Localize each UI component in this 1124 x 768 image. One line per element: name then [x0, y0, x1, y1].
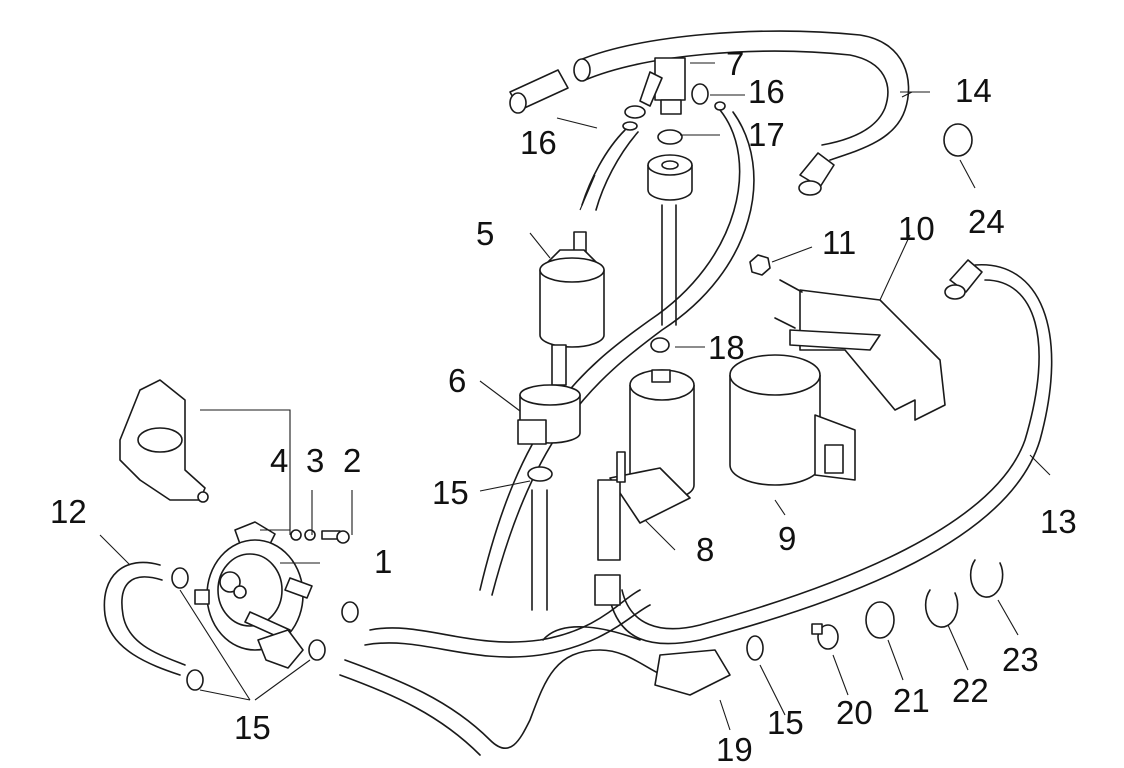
callout-14: 14 — [955, 72, 992, 109]
part-3-washer — [304, 529, 316, 541]
part-8-pump — [597, 369, 695, 561]
part-11-nut-bolt — [749, 254, 803, 329]
clamp-15-b — [186, 669, 204, 691]
part-18-clamp — [650, 337, 670, 353]
part-1-pump-body — [194, 521, 313, 669]
grommet — [647, 154, 693, 201]
hose-mid — [531, 489, 548, 611]
part-22-clamp — [924, 589, 959, 628]
callout-22: 22 — [952, 672, 989, 709]
callout-8: 8 — [696, 531, 715, 568]
hose-lower — [364, 589, 651, 658]
part-20-clamp — [811, 623, 839, 650]
part-6-strap — [517, 384, 581, 445]
clamp-16-left — [622, 105, 646, 131]
callout-2: 2 — [343, 442, 362, 479]
part-21-clamp — [865, 601, 895, 639]
callout-24: 24 — [968, 203, 1005, 240]
callout-1: 1 — [374, 543, 393, 580]
leader-lines — [99, 62, 1051, 731]
hose-12 — [103, 561, 186, 676]
connector-pipe — [509, 69, 569, 114]
callout-13: 13 — [1040, 503, 1077, 540]
callout-3: 3 — [306, 442, 325, 479]
hose-19 — [339, 626, 731, 756]
clamp-15-a — [171, 567, 189, 589]
part-10-bracket — [789, 289, 946, 421]
callout-12: 12 — [50, 493, 87, 530]
callout-7: 7 — [726, 45, 745, 82]
callout-4: 4 — [270, 442, 289, 479]
callout-10: 10 — [898, 210, 935, 247]
clamp-15-c — [341, 601, 359, 623]
part-23-clamp — [969, 559, 1004, 598]
hose-vertical — [661, 204, 677, 326]
part-2-bolt — [321, 530, 350, 544]
clamp-15-d — [308, 639, 326, 661]
part-7-tap — [639, 57, 686, 115]
callout-5: 5 — [476, 215, 495, 252]
hose-filter-upper — [581, 129, 639, 211]
callout-15-mid: 15 — [432, 474, 469, 511]
callout-9: 9 — [778, 520, 797, 557]
callout-15-left: 15 — [234, 709, 271, 746]
callout-16-left: 16 — [520, 124, 557, 161]
callout-21: 21 — [893, 682, 930, 719]
callout-23: 23 — [1002, 641, 1039, 678]
clamp-15-right — [746, 635, 764, 661]
part-17-ring — [657, 129, 683, 145]
callout-16-right: 16 — [748, 73, 785, 110]
callout-6: 6 — [448, 362, 467, 399]
part-9-bracket — [729, 354, 856, 486]
hose-13 — [594, 259, 1053, 645]
part-24-clamp — [943, 123, 973, 157]
callout-19: 19 — [716, 731, 753, 768]
part-4-washer — [290, 529, 302, 541]
callout-18: 18 — [708, 329, 745, 366]
part-5-filter — [539, 231, 605, 386]
callout-11: 11 — [822, 224, 857, 261]
callout-17: 17 — [748, 116, 785, 153]
mounting-plate — [119, 379, 209, 503]
callout-15-right: 15 — [767, 704, 804, 741]
clamp-16-right — [691, 83, 726, 111]
clamp-15-mid — [527, 466, 553, 482]
callout-20: 20 — [836, 694, 873, 731]
